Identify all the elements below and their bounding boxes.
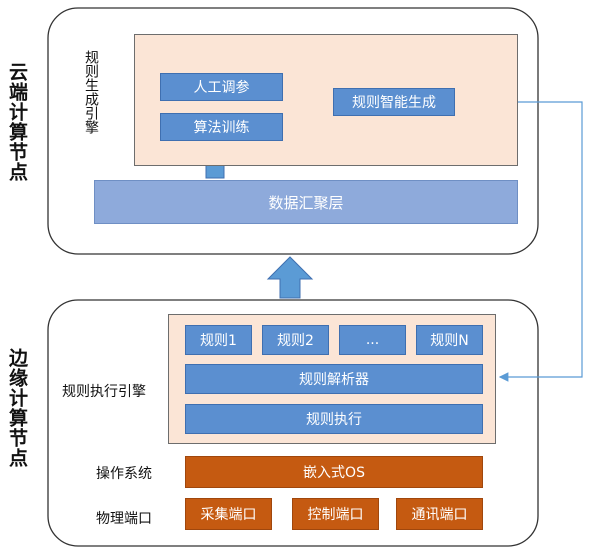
rule-2-node: 规则2 [262,325,329,355]
control-port-node: 控制端口 [292,498,379,530]
rule-parser-node: 规则解析器 [185,364,483,394]
rule-n-node: 规则N [416,325,483,355]
manual-tuning-node: 人工调参 [160,73,283,101]
edge-node-label: 边缘计算节点 [6,348,28,468]
embedded-os-node: 嵌入式OS [185,456,483,488]
operating-system-label: 操作系统 [96,466,152,482]
generation-to-parser-connector [455,101,583,382]
rule-smart-generation-node: 规则智能生成 [333,88,455,116]
rule-execution-engine-label: 规则执行引擎 [62,384,146,400]
cloud-node-label: 云端计算节点 [6,62,28,182]
communication-port-node: 通讯端口 [396,498,483,530]
data-aggregation-layer: 数据汇聚层 [94,180,518,224]
rule-execution-node: 规则执行 [185,404,483,434]
rule-generation-engine-label: 规则生成引擎 [83,50,99,134]
physical-port-label: 物理端口 [96,511,152,527]
rule-1-node: 规则1 [185,325,252,355]
cloud-node-frame [47,7,539,255]
edge-node-frame [47,299,539,547]
rule-ellipsis-node: ... [339,325,406,355]
edge-to-cloud-arrow [266,256,314,299]
algorithm-training-node: 算法训练 [160,113,283,141]
collection-port-node: 采集端口 [185,498,272,530]
